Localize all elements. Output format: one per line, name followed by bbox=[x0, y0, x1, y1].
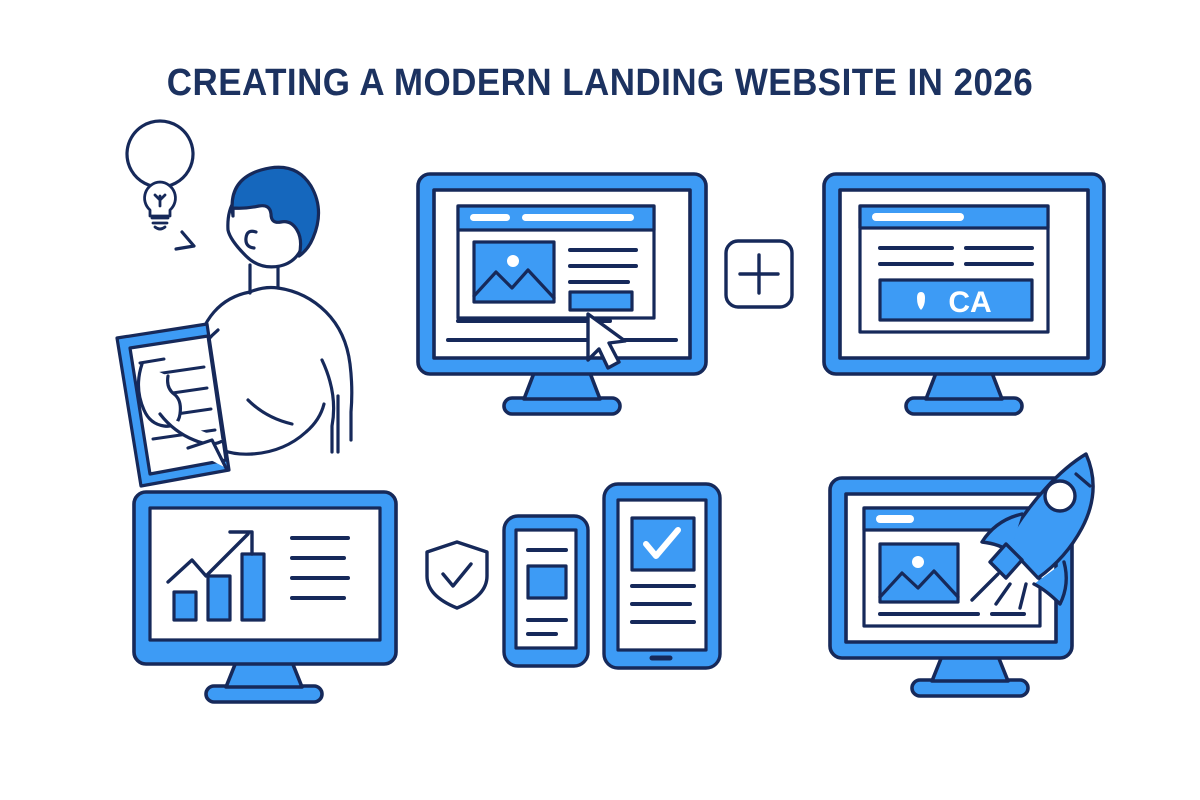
header-pill-1 bbox=[876, 515, 914, 523]
content-monitor[interactable]: CA bbox=[818, 168, 1108, 423]
monitor-neck bbox=[924, 371, 1004, 401]
plus-connector bbox=[722, 237, 796, 311]
image-placeholder-icon bbox=[472, 240, 556, 304]
rocket-nozzle bbox=[988, 542, 1024, 580]
header-pill-1 bbox=[470, 214, 510, 221]
check-icon bbox=[643, 527, 681, 559]
lightbulb-icon bbox=[143, 180, 177, 231]
rocket-nose-seam bbox=[1074, 472, 1092, 488]
rocket-window bbox=[1043, 479, 1077, 513]
design-monitor[interactable] bbox=[412, 168, 712, 423]
footer-lines bbox=[446, 319, 678, 342]
plus-frame bbox=[724, 239, 794, 309]
rocket-icon bbox=[980, 452, 1095, 606]
shield-check-icon bbox=[425, 540, 489, 610]
cta-button bbox=[878, 278, 1034, 322]
header-pill-1 bbox=[872, 213, 964, 221]
trend-arrow-head bbox=[228, 530, 254, 556]
bar-1 bbox=[172, 590, 198, 622]
content-text-lines bbox=[878, 246, 1034, 266]
header-pill-2 bbox=[522, 214, 634, 221]
plus-icon bbox=[738, 253, 780, 295]
motion-lines bbox=[970, 572, 1028, 610]
analytics-text-lines bbox=[290, 536, 350, 600]
image-placeholder-icon bbox=[878, 542, 960, 604]
cta-teardrop-mark bbox=[917, 292, 925, 310]
phone-text-lines bbox=[526, 548, 568, 636]
rocket-fin-right bbox=[1032, 560, 1068, 606]
page-title: CREATING A MODERN LANDING WEBSITE IN 202… bbox=[166, 62, 1034, 104]
responsive-devices[interactable] bbox=[500, 476, 740, 676]
tablet-text-lines bbox=[630, 584, 696, 624]
monitor-neck bbox=[522, 371, 602, 401]
cta-button-label: CA bbox=[948, 286, 991, 319]
phone-image-block bbox=[526, 564, 568, 600]
analytics-monitor[interactable] bbox=[128, 474, 408, 714]
tablet-device bbox=[602, 482, 722, 670]
thought-bubble-icon bbox=[125, 119, 196, 251]
trend-line bbox=[166, 532, 250, 584]
cursor-arrow-icon bbox=[586, 312, 627, 370]
phone-device bbox=[502, 514, 590, 668]
security-badge bbox=[420, 534, 494, 614]
bar-3 bbox=[240, 552, 266, 622]
person-with-tablet bbox=[100, 119, 380, 488]
launch-monitor[interactable] bbox=[824, 452, 1114, 707]
cta-button bbox=[568, 290, 634, 312]
bar-chart-growth-icon bbox=[166, 530, 266, 622]
bar-2 bbox=[206, 574, 232, 622]
body-text-lines bbox=[568, 248, 638, 284]
